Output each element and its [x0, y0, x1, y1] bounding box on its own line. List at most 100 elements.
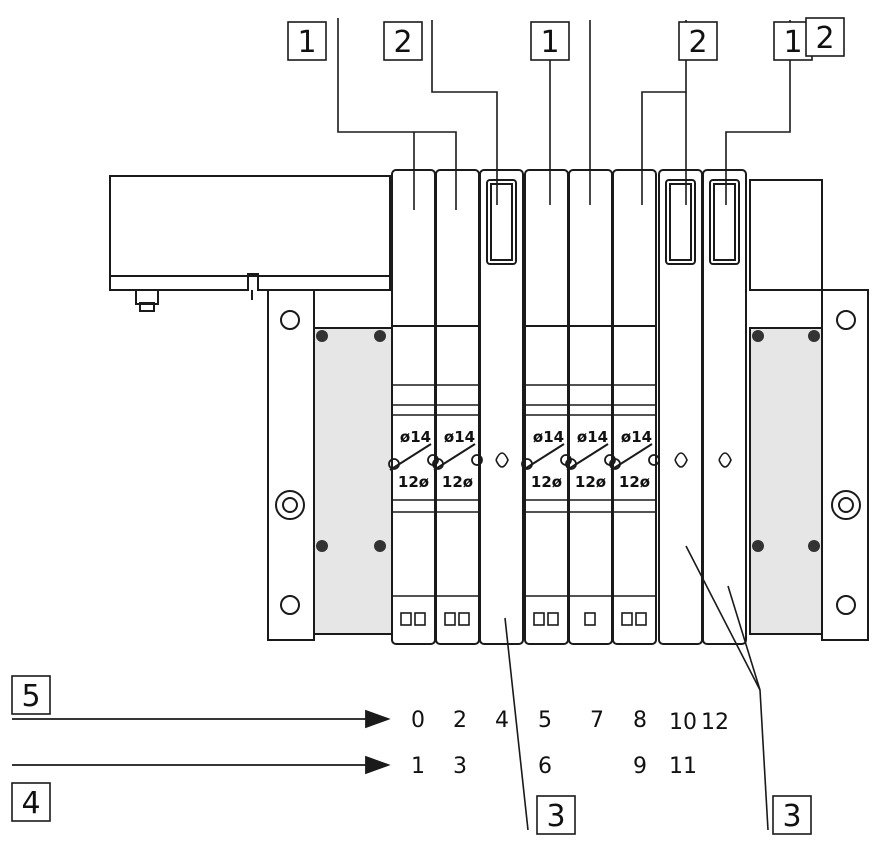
leader-line: [337, 18, 457, 210]
label-window-inner: [669, 183, 692, 261]
label-window: [486, 179, 517, 265]
port-label-upper: ø14: [577, 428, 608, 446]
panel-screws: [316, 330, 820, 552]
override-pin-icon: [388, 458, 400, 470]
callout-box: [11, 675, 51, 715]
right-mounting-boss: [831, 490, 861, 520]
override-pin-icon: [565, 458, 577, 470]
clip-icon: [495, 452, 509, 468]
leader-line: [727, 585, 761, 691]
ground-screw-tip: [139, 302, 155, 312]
screw-icon: [374, 330, 386, 342]
electrical-interface-block: [109, 175, 391, 291]
led-indicator-icon: [458, 612, 470, 626]
address-label: 7: [590, 708, 604, 733]
callout-box: [772, 795, 812, 835]
callout-1: 1: [783, 25, 802, 60]
leader-lines: [337, 18, 791, 831]
callout-box: [805, 17, 845, 57]
solenoid-valve: [524, 169, 569, 645]
left-mounting-hole-top: [280, 310, 300, 330]
address-label: 6: [538, 754, 552, 779]
override-pin-icon: [521, 458, 533, 470]
label-window: [709, 179, 740, 265]
address-row-2: 1 3 6 9 11: [411, 754, 697, 779]
solenoid-valve: [568, 169, 613, 645]
port-label-upper: ø14: [444, 428, 475, 446]
led-indicator-icon: [444, 612, 456, 626]
solenoid-valve: [612, 169, 657, 645]
port-label-lower: 12ø: [619, 473, 650, 491]
arrow-head-icon: [365, 709, 391, 729]
left-mounting-boss: [275, 490, 305, 520]
port-label-upper: ø14: [621, 428, 652, 446]
leader-line: [685, 545, 761, 691]
callout-box: [530, 21, 570, 61]
clip-icon: [718, 452, 732, 468]
callout-boxes: [11, 17, 845, 835]
callout-numbers: 1 2 1 2 1 2 5 4 3 3: [21, 21, 834, 834]
address-label: 5: [538, 708, 552, 733]
manual-override-lever: [522, 443, 565, 471]
right-mounting-hole-bottom: [836, 595, 856, 615]
leader-line: [504, 617, 529, 831]
address-label: 1: [411, 754, 425, 779]
leader-line: [431, 20, 498, 205]
clip-icon: [674, 452, 688, 468]
led-indicator-icon: [584, 612, 596, 626]
screw-icon: [752, 330, 764, 342]
callout-box: [678, 21, 718, 61]
led-indicator-icon: [533, 612, 545, 626]
blank-plate: [702, 169, 747, 645]
callout-3: 3: [782, 799, 801, 834]
right-end-plate: [821, 289, 869, 641]
address-label: 9: [633, 754, 647, 779]
address-label: 3: [453, 754, 467, 779]
label-window: [665, 179, 696, 265]
screw-icon: [808, 330, 820, 342]
led-indicator-icon: [400, 612, 412, 626]
address-label: 4: [495, 708, 509, 733]
left-end-plate: [267, 289, 315, 641]
manual-override-lever: [433, 443, 476, 471]
callout-box: [383, 21, 423, 61]
right-mounting-hole-top: [836, 310, 856, 330]
right-mounting-hole-middle: [838, 497, 854, 513]
screw-icon: [374, 540, 386, 552]
callout-5: 5: [21, 679, 40, 714]
solenoid-valve: [435, 169, 480, 645]
address-label: 12: [701, 710, 729, 735]
left-mounting-hole-bottom: [280, 595, 300, 615]
address-row-1: 0 2 4 5 7 8 10 12: [411, 708, 729, 735]
led-indicator-icon: [414, 612, 426, 626]
callout-box: [287, 21, 327, 61]
port-label-upper: ø14: [533, 428, 564, 446]
address-label: 8: [633, 708, 647, 733]
solenoid-valve: [391, 169, 436, 645]
screw-icon: [752, 540, 764, 552]
port-label-lower: 12ø: [531, 473, 562, 491]
label-window-inner: [713, 183, 736, 261]
address-label: 2: [453, 708, 467, 733]
override-pin-icon: [609, 458, 621, 470]
callout-2: 2: [815, 21, 834, 56]
override-pin-icon: [648, 454, 660, 466]
manual-override-lever: [389, 443, 432, 471]
address-label: 0: [411, 708, 425, 733]
ground-screw: [135, 289, 159, 305]
right-base-panel: [749, 327, 823, 635]
callout-3: 3: [546, 799, 565, 834]
callout-2: 2: [393, 25, 412, 60]
leader-line: [725, 20, 791, 205]
arrow-head-icon: [365, 755, 391, 775]
manual-override-lever: [610, 443, 653, 471]
callout-1: 1: [540, 25, 559, 60]
override-pin-icon: [471, 454, 483, 466]
left-mounting-hole-middle: [282, 497, 298, 513]
screw-icon: [316, 540, 328, 552]
address-arrows: [12, 709, 391, 775]
address-label: 10: [669, 710, 697, 735]
led-indicator-icon: [547, 612, 559, 626]
